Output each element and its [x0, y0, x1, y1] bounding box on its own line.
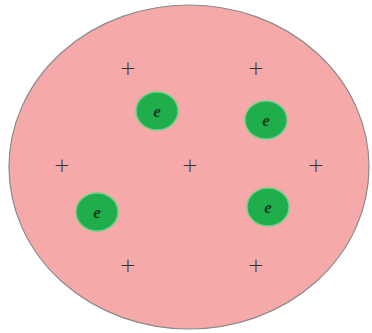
electron-symbol: e [264, 199, 272, 216]
positive-charge: + [248, 58, 265, 78]
positive-charge: + [120, 255, 137, 275]
electron-body [245, 101, 287, 139]
electron-body [76, 193, 118, 231]
positive-charge: + [120, 58, 137, 78]
electron: e [246, 187, 290, 227]
positive-charge: + [308, 155, 325, 175]
positive-charge: + [248, 255, 265, 275]
electron-symbol: e [153, 103, 161, 120]
electron: e [75, 192, 119, 232]
positive-charge: + [182, 155, 199, 175]
atom-sphere: + + + + + + + e e e e [8, 4, 370, 330]
electron: e [244, 100, 288, 140]
electron: e [135, 91, 179, 131]
electron-symbol: e [262, 112, 270, 129]
electron-body [247, 188, 289, 226]
positive-charge: + [54, 155, 71, 175]
electron-body [136, 92, 178, 130]
pudding-body [9, 5, 369, 329]
electron-symbol: e [93, 204, 101, 221]
